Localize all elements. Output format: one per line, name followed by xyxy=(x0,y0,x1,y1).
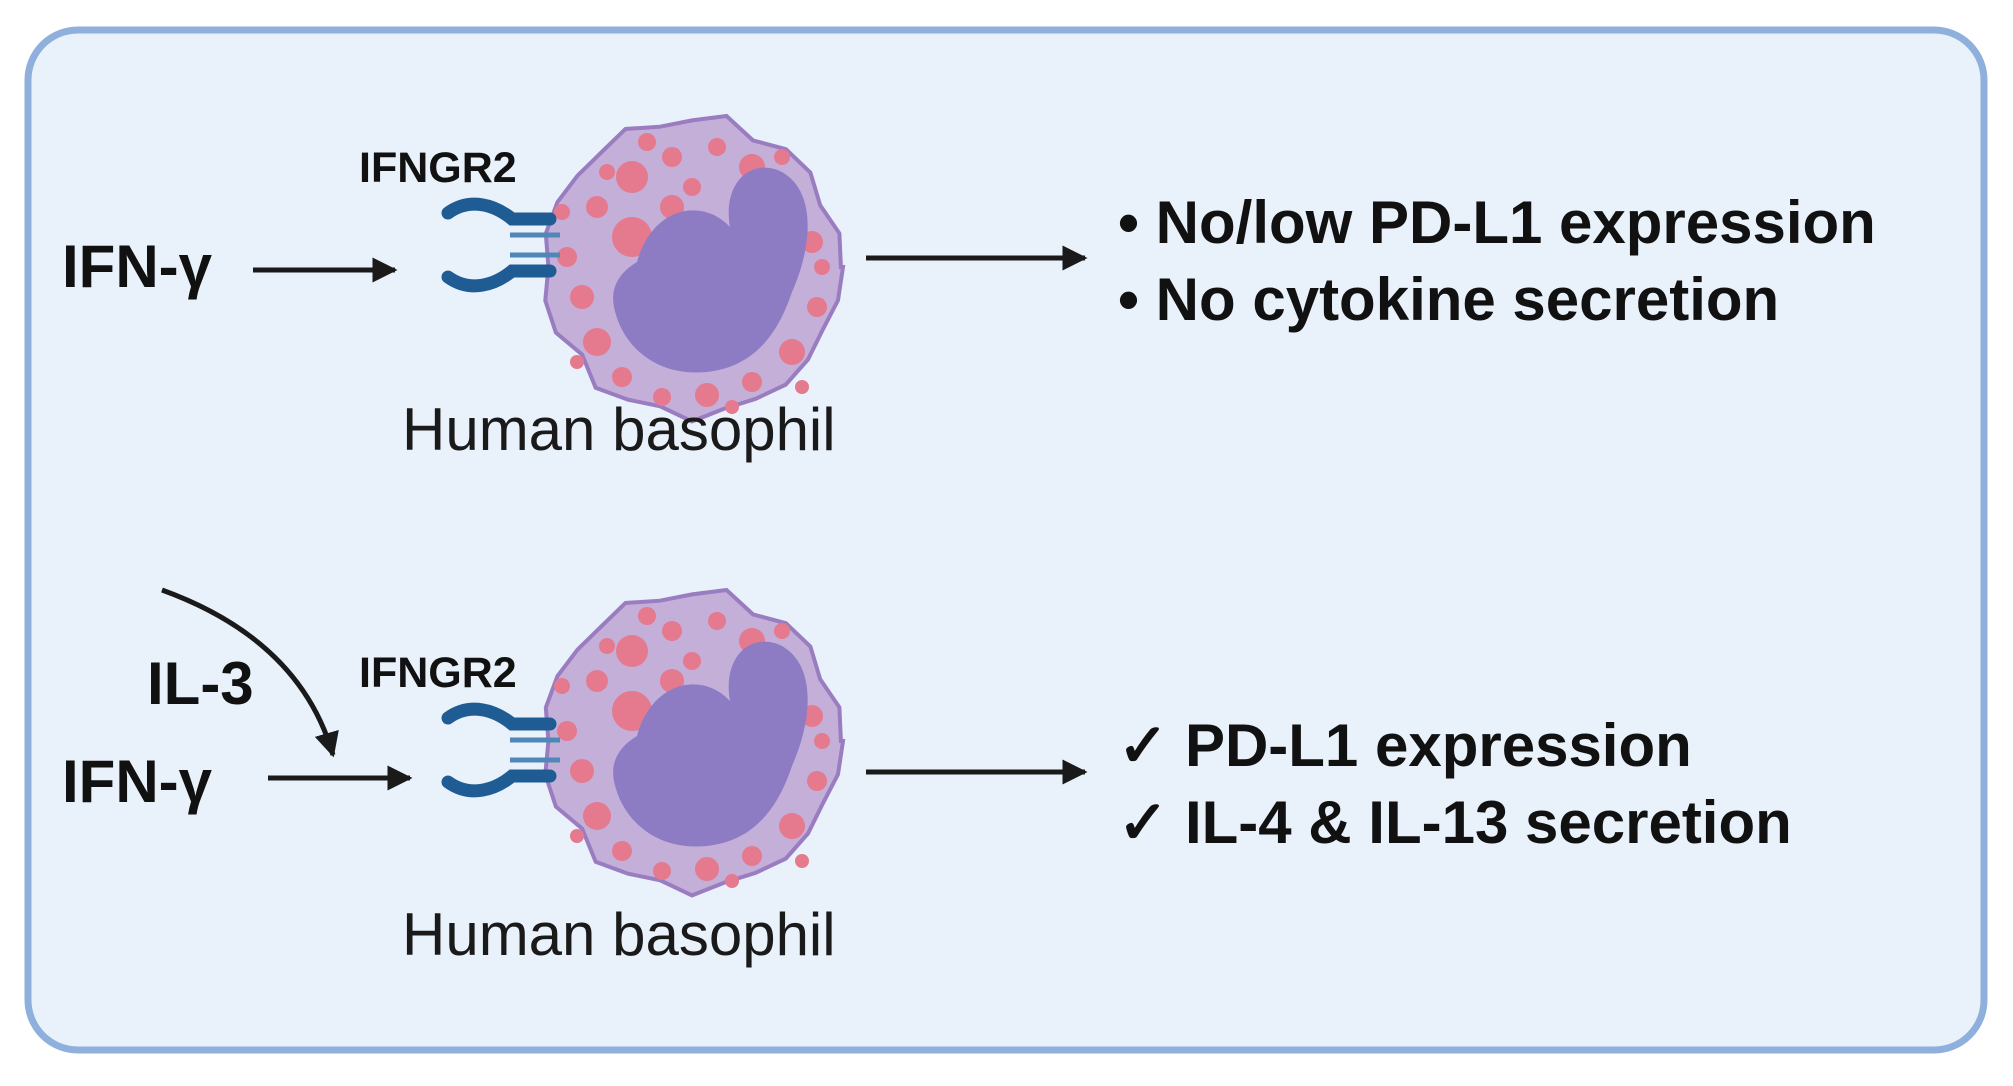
stimulus-ifn-gamma-top: IFN-γ xyxy=(62,233,212,300)
granule xyxy=(586,196,608,218)
granule xyxy=(725,874,739,888)
granule xyxy=(774,623,790,639)
granule xyxy=(814,733,830,749)
granule xyxy=(570,285,594,309)
receptor-label-bottom: IFNGR2 xyxy=(359,649,517,697)
granule xyxy=(599,638,615,654)
granule xyxy=(557,247,577,267)
granule xyxy=(683,652,701,670)
granule xyxy=(554,678,570,694)
granule xyxy=(695,857,719,881)
granule xyxy=(616,161,648,193)
granule xyxy=(807,771,827,791)
granule xyxy=(708,612,726,630)
granule xyxy=(612,217,652,257)
outcome-line-1-top: • No/low PD-L1 expression xyxy=(1118,189,1876,256)
outcome-line-2-top: • No cytokine secretion xyxy=(1118,266,1780,333)
basophil-cell-top xyxy=(543,113,846,424)
granule xyxy=(695,383,719,407)
granule xyxy=(612,367,632,387)
granule xyxy=(638,607,656,625)
granule xyxy=(570,759,594,783)
il3-curved-arrow xyxy=(161,587,339,758)
cell-nucleus xyxy=(613,641,808,847)
granule xyxy=(583,328,611,356)
granule xyxy=(814,259,830,275)
granule xyxy=(774,149,790,165)
basophil-cell-bottom xyxy=(543,587,846,898)
cell-nucleus xyxy=(613,167,808,373)
outcome-line-2-bottom: ✓ IL-4 & IL-13 secretion xyxy=(1118,789,1792,856)
cell-label-top: Human basophil xyxy=(402,396,836,463)
granule xyxy=(612,691,652,731)
granule xyxy=(554,204,570,220)
granule xyxy=(795,854,809,868)
granule xyxy=(570,829,584,843)
granule xyxy=(557,721,577,741)
granule xyxy=(616,635,648,667)
granule xyxy=(683,178,701,196)
granule xyxy=(742,846,762,866)
granule xyxy=(653,862,671,880)
granule xyxy=(583,802,611,830)
granule xyxy=(662,147,682,167)
granule xyxy=(662,621,682,641)
granule xyxy=(612,841,632,861)
panel-frame xyxy=(24,26,1988,1054)
ifngr2-receptor-top xyxy=(441,197,560,293)
granule xyxy=(638,133,656,151)
granule xyxy=(599,164,615,180)
granule xyxy=(570,355,584,369)
granule xyxy=(586,670,608,692)
granule xyxy=(779,813,805,839)
stimulus-ifn-gamma-bottom: IFN-γ xyxy=(62,748,212,815)
granule xyxy=(795,380,809,394)
ifngr2-receptor-bottom xyxy=(441,702,560,798)
granule xyxy=(807,297,827,317)
stimulus-il3: IL-3 xyxy=(147,650,254,717)
receptor-label-top: IFNGR2 xyxy=(359,144,517,192)
cell-label-bottom: Human basophil xyxy=(402,901,836,968)
granule xyxy=(779,339,805,365)
granule xyxy=(742,372,762,392)
outcome-line-1-bottom: ✓ PD-L1 expression xyxy=(1118,712,1692,779)
granule xyxy=(653,388,671,406)
granule xyxy=(708,138,726,156)
granule xyxy=(725,400,739,414)
